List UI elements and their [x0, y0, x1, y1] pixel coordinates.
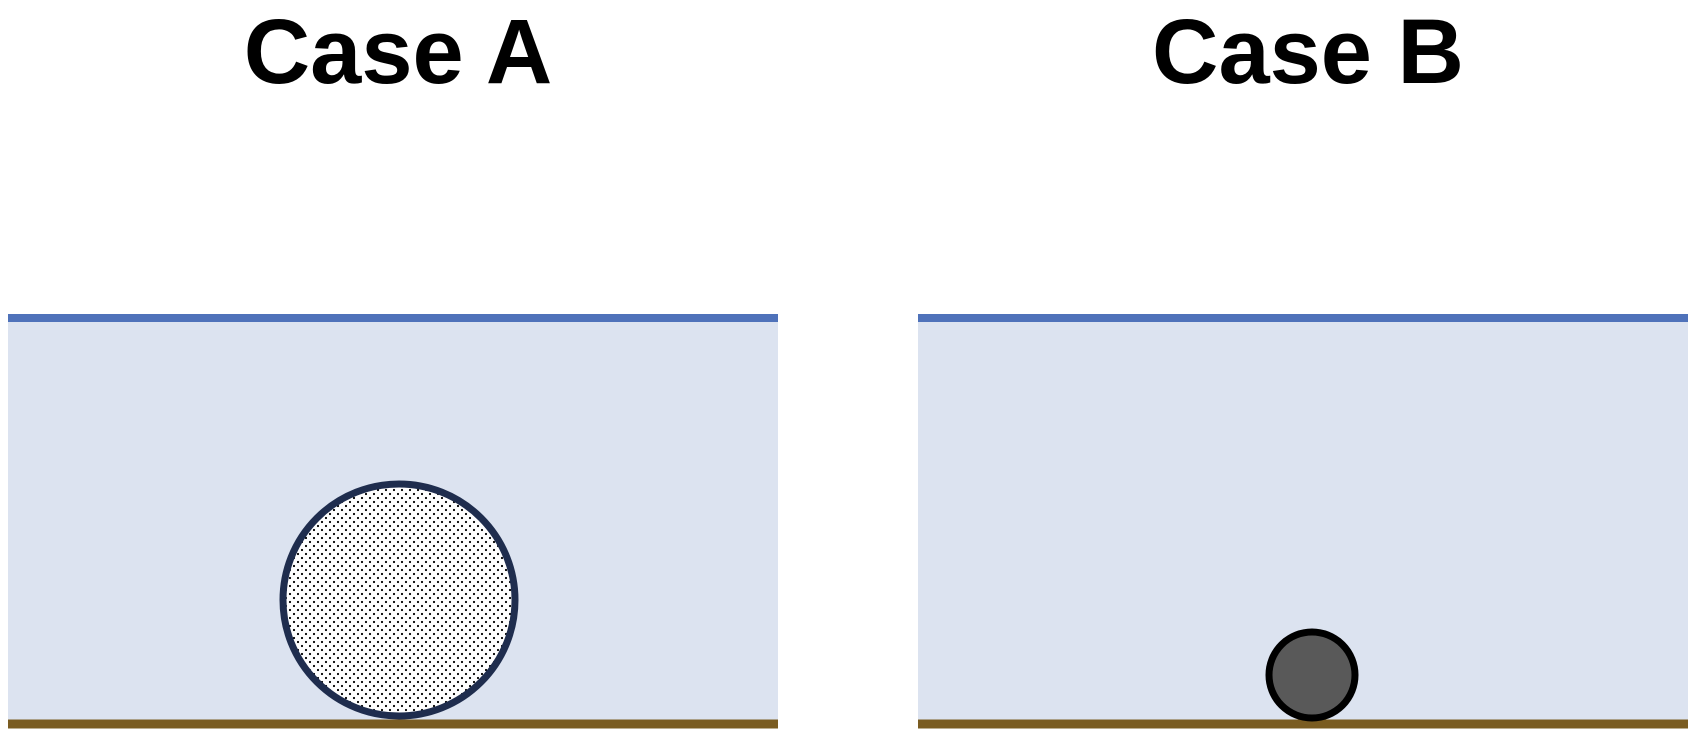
- case-a-panel: [8, 314, 778, 729]
- case-b-panel: [918, 314, 1688, 729]
- case-a-ball-dots: [283, 484, 515, 716]
- case-a-ball-outline: [279, 480, 519, 720]
- case-b-title: Case B: [1152, 1, 1464, 103]
- case-b-ball: [1265, 628, 1359, 722]
- case-a-title: Case A: [243, 1, 553, 103]
